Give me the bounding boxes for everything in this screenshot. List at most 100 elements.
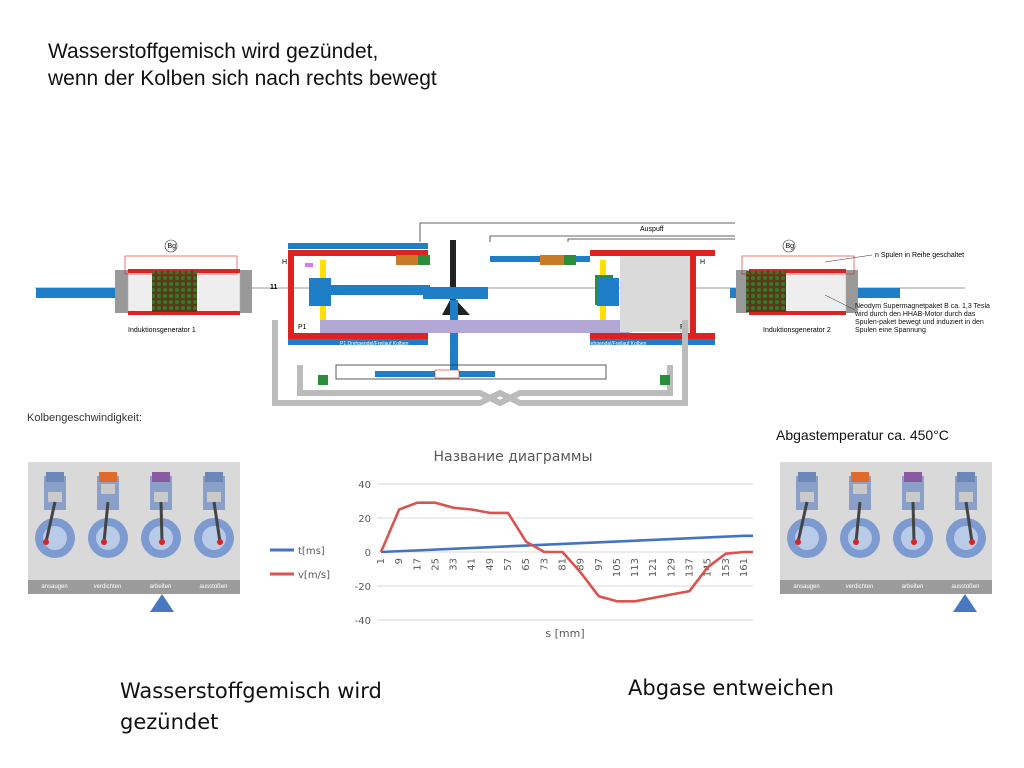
caption-left: Wasserstoffgemisch wird gezündet (120, 679, 382, 734)
central-slider-bar (320, 320, 630, 333)
left-cylinder-wall (288, 256, 294, 340)
note-coils: n Spulen in Reihe geschaltet (875, 252, 964, 259)
right-generator-cap-left (736, 270, 749, 313)
stroke-cell-right-1: verdichten (833, 462, 886, 594)
exhaust-pipe-top (419, 222, 735, 242)
left-wire-loop (124, 255, 238, 275)
left-cylinder-top-red (288, 250, 428, 256)
left-cylinder-top-blue (288, 243, 428, 249)
left-piston-head (309, 278, 331, 306)
auspuff-label: Auspuff (640, 226, 664, 233)
exhaust-pipe-inner (567, 238, 735, 242)
return-pipe-outer (272, 320, 688, 406)
right-gauge-label: Bg (786, 243, 795, 250)
left-cylinder-bottom-blue (288, 339, 428, 345)
series-line-1 (379, 501, 753, 603)
left-valve-orange (396, 255, 420, 265)
right-cylinder-top-red (590, 250, 715, 256)
stroke-cell-right-2: arbeiten (886, 462, 939, 594)
x-tick-label: 33 (449, 558, 460, 571)
x-tick-label: 97 (594, 558, 605, 571)
y-tick-label: 40 (358, 480, 371, 491)
x-tick-label: 81 (557, 558, 568, 571)
x-tick-label: 65 (521, 558, 532, 571)
right-generator-bottom (749, 311, 846, 315)
x-tick-label: 73 (539, 558, 550, 571)
note-magnet: Neodym Supermagnetpaket B ca. 1,3 Tesla … (855, 303, 990, 334)
x-tick-label: 49 (485, 558, 496, 571)
stroke-label: arbeiten (886, 580, 939, 594)
x-tick-label: 17 (412, 558, 423, 571)
legend-label: v[m/s] (298, 570, 330, 581)
lower-cylinder (335, 364, 607, 380)
chart-legend: t[ms] v[m/s] (270, 546, 330, 581)
stroke-label: arbeiten (134, 580, 187, 594)
right-generator-top (749, 269, 846, 273)
stroke-label: ausstoßen (187, 580, 240, 594)
engine-stroke-icon (194, 472, 234, 558)
engine-schematic: Bg Induktionsgenerator 1 11 Auspuff H P1… (35, 222, 990, 407)
y-tick-label: 20 (358, 514, 371, 525)
stroke-cell-right-0: ansaugen (780, 462, 833, 594)
x-tick-label: 113 (630, 558, 641, 577)
engine-stroke-icon (893, 472, 933, 558)
slide-heading: Wasserstoffgemisch wird gezündet, wenn d… (48, 38, 437, 92)
stroke-label: verdichten (81, 580, 134, 594)
right-generator-label: Induktionsgenerator 2 (763, 327, 831, 334)
right-cylinder-bottom-blue (590, 339, 715, 345)
right-valve-orange (540, 255, 564, 265)
engine-stroke-icon (88, 472, 128, 558)
label-11: 11 (270, 284, 278, 291)
stroke-cell-right-3: ausstoßen (939, 462, 992, 594)
stroke-label: ansaugen (28, 580, 81, 594)
left-generator-label: Induktionsgenerator 1 (128, 327, 196, 334)
x-tick-label: 9 (394, 558, 405, 564)
right-chamber (620, 256, 690, 332)
stroke-label: ausstoßen (939, 580, 992, 594)
legend-label: t[ms] (298, 546, 325, 557)
x-tick-label: 129 (666, 558, 677, 577)
note-magnet-leader (824, 294, 856, 311)
engine-stroke-icon (35, 472, 75, 558)
right-cylinder-bottom-red (590, 333, 715, 339)
left-piston-shaft (330, 285, 430, 295)
stroke-marker-left-triangle-icon (150, 594, 174, 612)
heading-line-2: wenn der Kolben sich nach rechts bewegt (48, 67, 437, 90)
label-p1: P1 (298, 324, 307, 331)
exhaust-pipe-mid (489, 235, 735, 242)
x-tick-label: 57 (503, 558, 514, 571)
note-magnet-box: Neodym Supermagnetpaket B ca. 1,3 Tesla … (855, 303, 990, 334)
engine-stroke-icon (840, 472, 880, 558)
label-p1-bottom: P1 Drehpendel/Freilauf Kolben (340, 341, 409, 347)
stroke-label: ansaugen (780, 580, 833, 594)
x-tick-label: 89 (576, 558, 587, 571)
right-coil-texture (746, 271, 786, 312)
caption-right: Abgase entweichen (628, 676, 834, 700)
x-tick-label: 121 (648, 558, 659, 577)
y-tick-label: -20 (355, 582, 371, 593)
stroke-cell-left-1: verdichten (81, 462, 134, 594)
right-gauge (782, 239, 796, 253)
stroke-cell-left-0: ansaugen (28, 462, 81, 594)
central-vertical-rod (450, 300, 458, 375)
lower-spring (434, 369, 460, 379)
lower-right-valve (660, 375, 670, 385)
left-coil-texture (152, 271, 197, 312)
left-generator-bottom (128, 311, 240, 315)
note-coils-leader (824, 254, 873, 263)
left-valve-pink (305, 263, 313, 267)
stroke-cell-left-2: arbeiten (134, 462, 187, 594)
stroke-label: verdichten (833, 580, 886, 594)
right-generator-cap-right (846, 270, 858, 313)
heading-line-1: Wasserstoffgemisch wird gezündet, (48, 40, 379, 63)
x-tick-label: 25 (430, 558, 441, 571)
x-tick-label: 137 (684, 558, 695, 577)
stroke-marker-right-triangle-icon (953, 594, 977, 612)
right-cylinder-wall (690, 256, 696, 340)
left-generator-cap-left (115, 270, 128, 313)
x-tick-label: 1 (376, 558, 387, 564)
